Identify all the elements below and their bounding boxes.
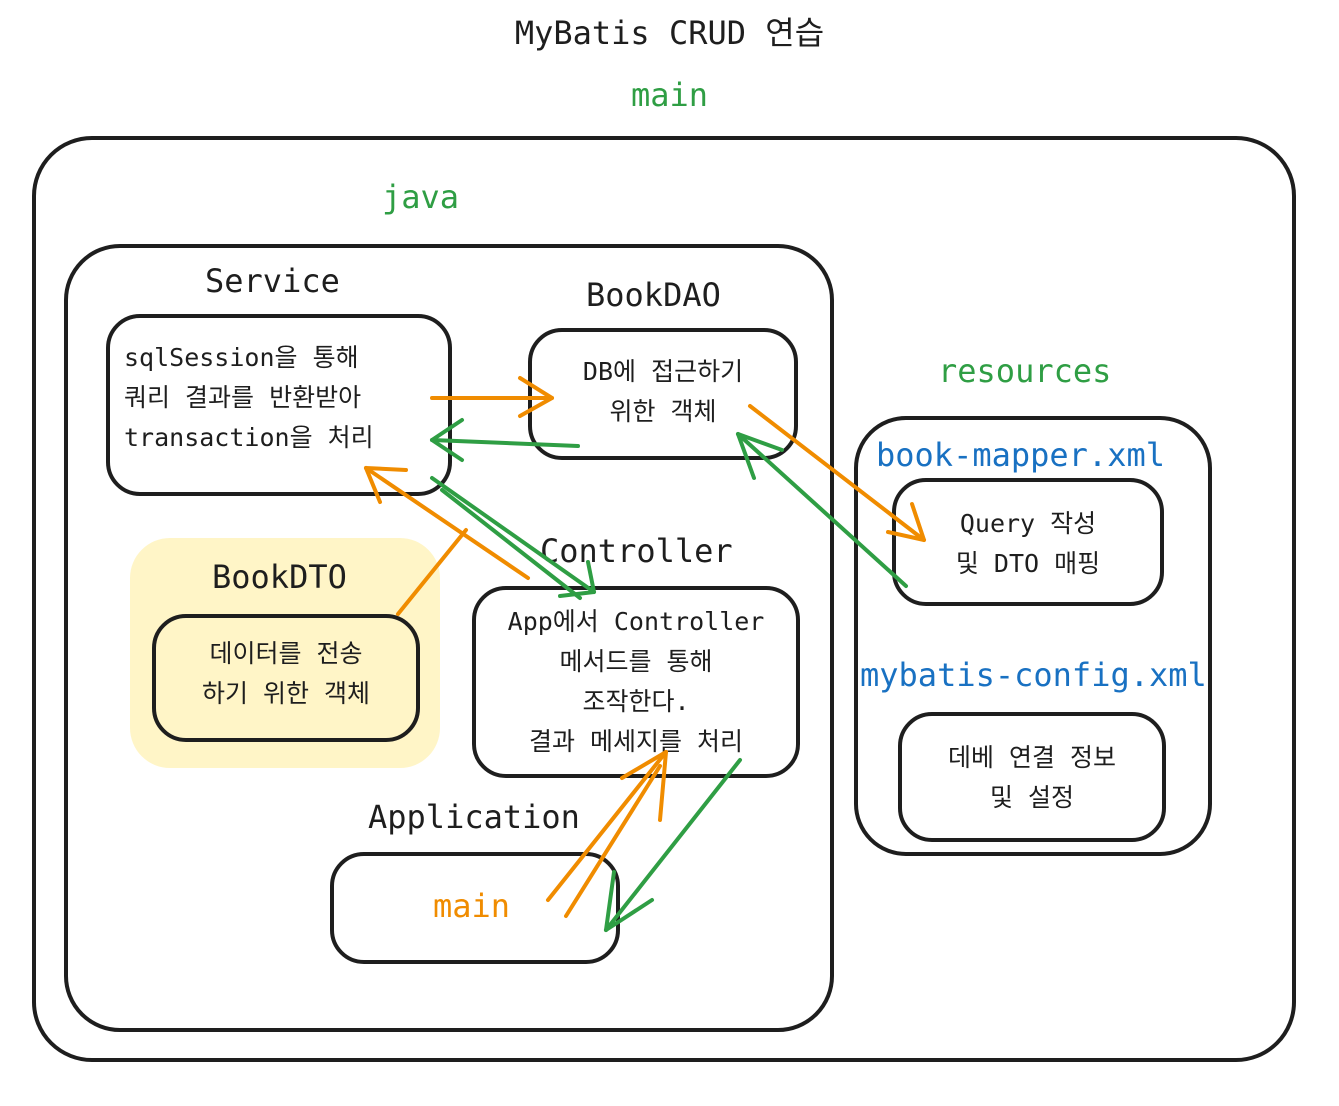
bookdao-description: DB에 접근하기 위한 객체 (582, 357, 744, 426)
book-mapper-box (892, 478, 1164, 606)
bookdto-label: BookDTO (212, 558, 347, 596)
arrow-dao-to-service (430, 418, 580, 462)
service-box (106, 314, 452, 496)
arrow-mapper-to-dao (736, 432, 908, 588)
resources-container (854, 416, 1212, 856)
arrow-app-to-controller (546, 750, 668, 918)
diagram-title: MyBatis CRUD 연습 (514, 14, 825, 52)
arrow-dao-to-mapper (748, 404, 926, 542)
arrow-controller-to-service (364, 466, 530, 580)
bookdto-box (152, 614, 420, 742)
mybatis-config-label: mybatis-config.xml (860, 656, 1207, 694)
controller-box (472, 586, 800, 778)
arrow-dto-link (396, 528, 468, 616)
bookdto-description: 데이터를 전송 하기 위한 객체 (201, 639, 371, 708)
mybatis-config-box (898, 712, 1166, 842)
mybatis-config-description: 데베 연결 정보 및 설정 (947, 743, 1117, 812)
arrow-service-to-dao (430, 376, 554, 418)
java-container (64, 244, 834, 1032)
bookdao-label: BookDAO (586, 276, 721, 314)
arrow-service-to-controller (430, 476, 596, 600)
service-label: Service (205, 262, 340, 300)
main-container (32, 136, 1296, 1062)
application-label: Application (368, 798, 580, 836)
bookdao-box (528, 328, 798, 460)
application-main-label: main (433, 887, 511, 925)
book-mapper-label: book-mapper.xml (876, 436, 1165, 474)
java-package-label: java (382, 178, 460, 216)
application-box (330, 852, 620, 964)
controller-description: App에서 Controller 메서드를 통해 조작한다. 결과 메세지를 처… (507, 607, 765, 756)
controller-label: Controller (540, 532, 733, 570)
service-description: sqlSession을 통해 쿼리 결과를 반환받아 transaction을 … (124, 343, 374, 452)
main-package-label: main (630, 76, 709, 114)
book-mapper-description: Query 작성 및 DTO 매핑 (955, 509, 1101, 578)
resources-package-label: resources (938, 352, 1112, 390)
arrow-controller-to-app (604, 758, 742, 932)
